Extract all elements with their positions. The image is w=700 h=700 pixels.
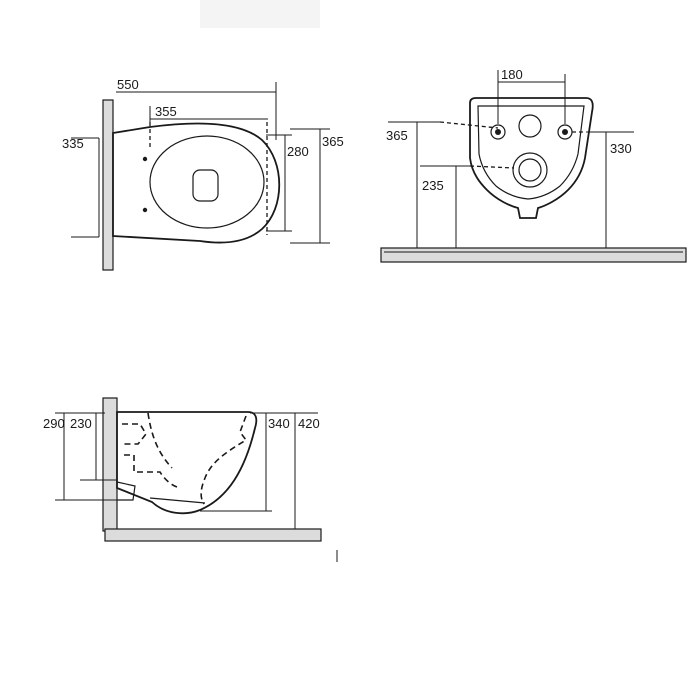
rear-view-bolt-left	[490, 124, 506, 140]
dim-365: 365	[322, 134, 344, 149]
side-view-base-line	[149, 497, 206, 504]
top-view-wall	[102, 99, 114, 271]
side-view-hidden-trap-left	[147, 412, 173, 469]
rear-view-inlet	[518, 114, 542, 138]
side-view-hidden-inlet	[122, 423, 147, 445]
dim-330: 330	[610, 141, 632, 156]
dim-280: 280	[287, 144, 309, 159]
dim-550: 550	[117, 77, 139, 92]
rear-view-inner-contour	[477, 105, 585, 200]
side-view-wall	[102, 397, 118, 532]
top-view-seat-opening	[149, 135, 265, 229]
rear-view: 180 365 235 330	[380, 67, 687, 263]
dim-340: 340	[268, 416, 290, 431]
rear-view-floor	[380, 247, 687, 263]
side-view-hidden-trap-right	[200, 415, 248, 505]
top-view: 550 355 335 280 365	[62, 77, 344, 271]
dim-235: 235	[422, 178, 444, 193]
rear-view-hidden-235	[469, 165, 515, 169]
header-mark	[200, 0, 320, 28]
side-view: 290 230 340 420	[43, 397, 338, 562]
dim-rear-365: 365	[386, 128, 408, 143]
dim-230: 230	[70, 416, 92, 431]
rear-view-outlet-outer	[512, 152, 548, 188]
top-view-bowl	[112, 122, 281, 244]
side-view-bowl	[116, 411, 258, 515]
side-view-waste-pipe	[116, 481, 136, 501]
rear-view-outlet-inner	[518, 158, 542, 182]
rear-view-hidden-365	[439, 121, 499, 129]
side-view-floor	[104, 528, 322, 542]
dim-355: 355	[155, 104, 177, 119]
dim-335: 335	[62, 136, 84, 151]
rear-view-body	[469, 97, 594, 219]
dim-420: 420	[298, 416, 320, 431]
top-view-fitting	[192, 169, 219, 202]
top-view-hole-upper	[142, 156, 148, 162]
dim-180: 180	[501, 67, 523, 82]
rear-view-bolt-right-center	[562, 129, 568, 135]
rear-view-bolt-left-center	[495, 129, 501, 135]
dim-290: 290	[43, 416, 65, 431]
top-view-hole-lower	[142, 207, 148, 213]
side-view-hidden-trap-base	[124, 454, 181, 489]
